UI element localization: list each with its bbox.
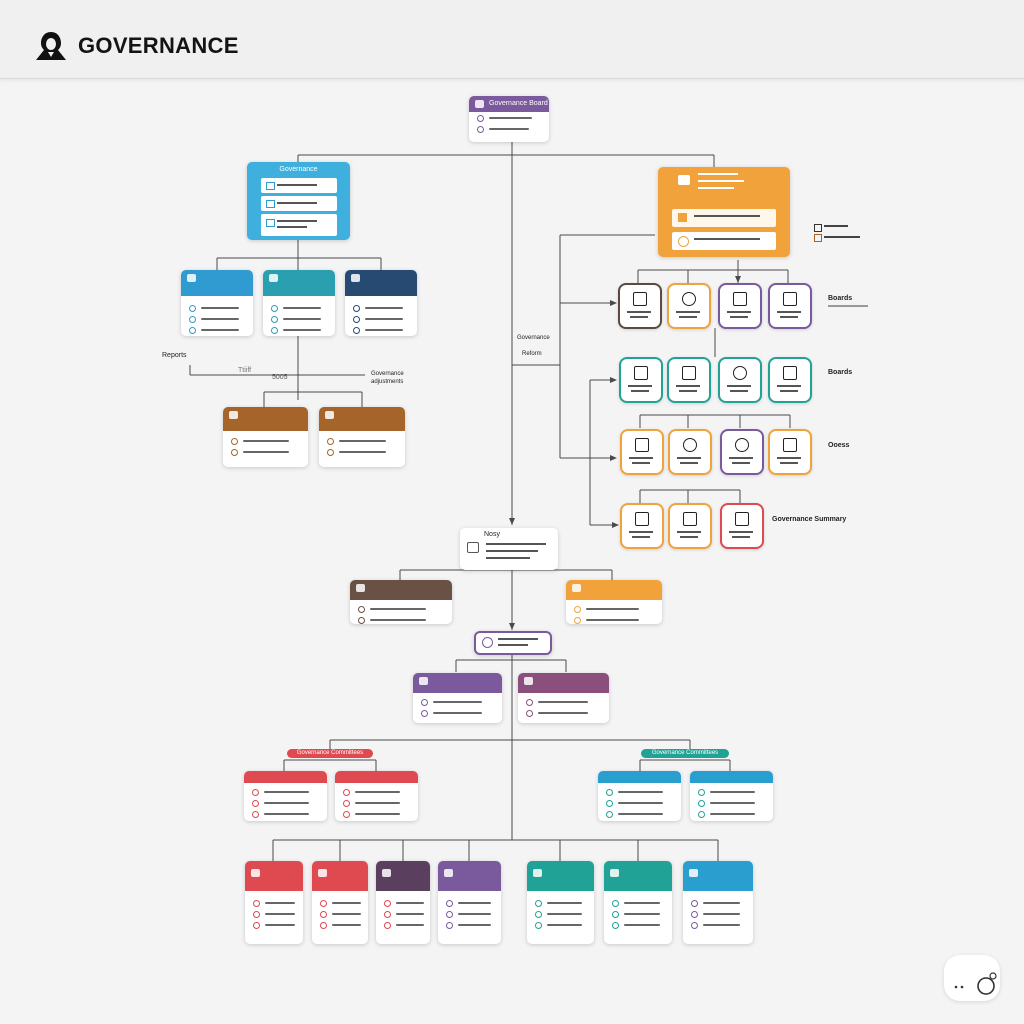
- committee-icon-checklist[interactable]: [720, 503, 764, 549]
- right-row4-label: Governance Summary: [772, 516, 847, 523]
- left-subcommittee-1[interactable]: [223, 407, 308, 467]
- red-committee-pill: Governance Committees: [287, 749, 373, 758]
- right-top-label: Boards: [828, 295, 853, 302]
- committee-icon-location[interactable]: [720, 429, 764, 475]
- committee-icon-people[interactable]: [620, 503, 664, 549]
- red-group-2[interactable]: [335, 771, 418, 821]
- left-stem-label-3: 5005: [272, 374, 288, 381]
- right-row3-label: Ooess: [828, 442, 850, 449]
- council-child-right[interactable]: [518, 673, 609, 723]
- bottom-unit-2[interactable]: [312, 861, 368, 944]
- left-subcommittee-2[interactable]: [319, 407, 405, 467]
- right-top-note: [828, 305, 868, 317]
- bottom-unit-7[interactable]: [683, 861, 753, 944]
- teal-group-1[interactable]: [598, 771, 681, 821]
- bottom-unit-6[interactable]: [604, 861, 672, 944]
- committee-icon-presentation[interactable]: [620, 429, 664, 475]
- policy-child-right[interactable]: [566, 580, 662, 624]
- bottom-unit-5[interactable]: [527, 861, 594, 944]
- right-governance-panel[interactable]: [658, 167, 790, 257]
- bottom-unit-3[interactable]: [376, 861, 430, 944]
- hooded-figure-icon: [36, 32, 66, 60]
- committee-icon-chart[interactable]: [768, 357, 812, 403]
- policy-node[interactable]: Nosy: [460, 528, 558, 570]
- right-row2-label: Boards: [828, 369, 853, 376]
- corner-logo-icon: [954, 972, 997, 995]
- left-committee-1[interactable]: [181, 270, 253, 336]
- teal-committee-pill: Governance Committees: [641, 749, 729, 758]
- policy-title: Nosy: [484, 531, 500, 538]
- left-governance-panel[interactable]: Governance: [247, 162, 350, 240]
- committee-icon-group[interactable]: [768, 429, 812, 475]
- root-header: Governance Board: [469, 96, 549, 112]
- board-icon: [475, 100, 484, 108]
- header-bar: GOVERNANCE: [0, 0, 1024, 79]
- mid-stem-label-1: Governance: [517, 335, 550, 341]
- policy-child-left[interactable]: [350, 580, 452, 624]
- teal-group-2[interactable]: [690, 771, 773, 821]
- left-committee-2[interactable]: [263, 270, 335, 336]
- root-governance-board[interactable]: Governance Board: [469, 96, 549, 142]
- left-committee-3[interactable]: [345, 270, 417, 336]
- left-stem-label-2: Ttiiff: [238, 367, 252, 374]
- bottom-unit-4[interactable]: [438, 861, 501, 944]
- bottom-unit-1[interactable]: [245, 861, 303, 944]
- committee-icon-edit[interactable]: [667, 357, 711, 403]
- root-title: Governance Board: [489, 100, 548, 107]
- left-stem-label-4: Governance adjustments: [371, 371, 404, 385]
- committee-icon-user[interactable]: [718, 357, 762, 403]
- app-title: GOVERNANCE: [78, 33, 239, 58]
- committee-icon-clock[interactable]: [667, 283, 711, 329]
- right-side-note: [812, 220, 864, 244]
- committee-icon-monitor[interactable]: [619, 357, 663, 403]
- left-stem-label: Reports: [162, 352, 187, 359]
- red-group-1[interactable]: [244, 771, 327, 821]
- committee-icon-person[interactable]: [618, 283, 662, 329]
- council-pill[interactable]: [474, 631, 552, 655]
- council-child-left[interactable]: [413, 673, 502, 723]
- committee-icon-envelope[interactable]: [718, 283, 762, 329]
- committee-icon-calendar[interactable]: [668, 503, 712, 549]
- corner-badge: [944, 955, 1000, 1001]
- committee-icon-target[interactable]: [668, 429, 712, 475]
- committee-icon-document[interactable]: [768, 283, 812, 329]
- left-branch-title: Governance: [279, 166, 318, 173]
- mid-stem-label-2: Reform: [522, 351, 542, 357]
